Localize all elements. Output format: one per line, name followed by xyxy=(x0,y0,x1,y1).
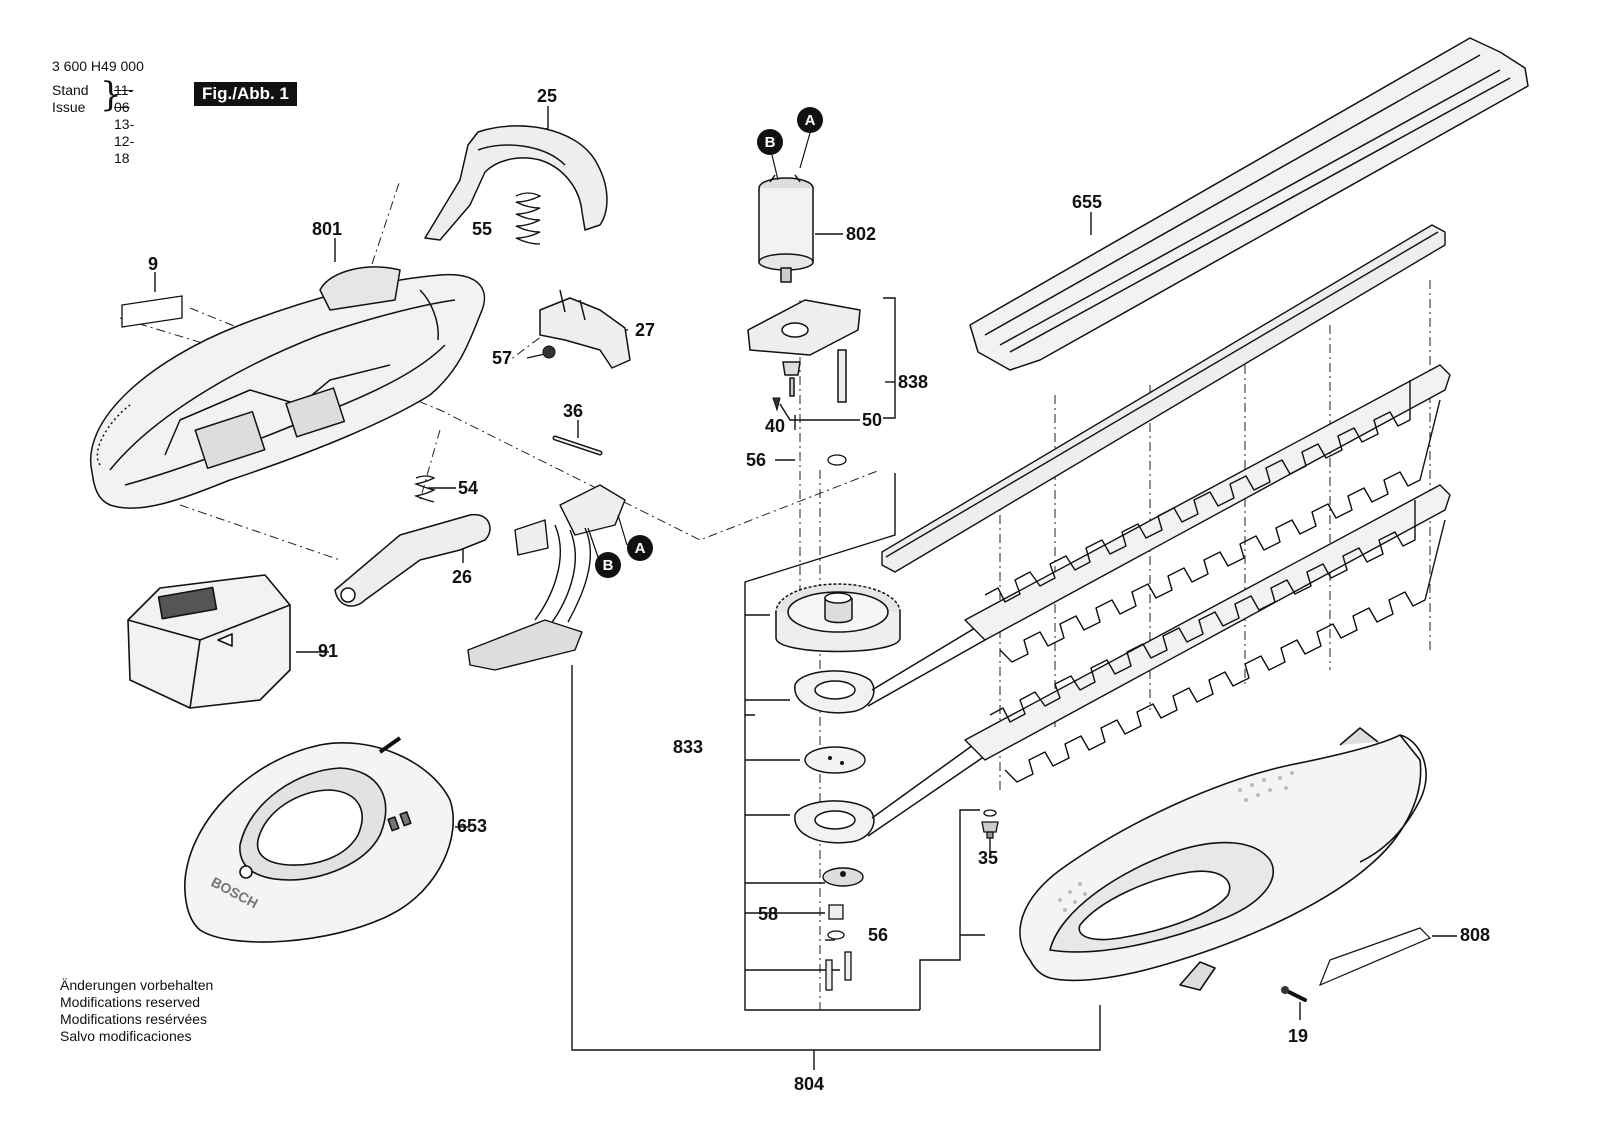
stand-label: Stand xyxy=(52,82,89,98)
drive-link-lower xyxy=(794,739,986,844)
label-56-top: 56 xyxy=(746,450,766,470)
label-26: 26 xyxy=(452,567,472,587)
label-36: 36 xyxy=(563,401,583,421)
label-653: 653 xyxy=(457,816,487,836)
washer-56-bottom xyxy=(827,930,845,940)
leader-lines xyxy=(154,106,1457,1070)
label-9: 9 xyxy=(148,254,158,274)
drive-link-upper xyxy=(794,624,986,714)
housing-half-804 xyxy=(1019,727,1427,991)
label-91: 91 xyxy=(318,641,338,661)
ref-a-mid-text: A xyxy=(635,540,646,557)
note-fr: Modifications resérvées xyxy=(60,1011,208,1027)
screw-19 xyxy=(1281,986,1307,1002)
label-801: 801 xyxy=(312,219,342,239)
label-sticker-808 xyxy=(1318,927,1432,987)
footer-notes: Änderungen vorbehalten Modifications res… xyxy=(60,977,213,1045)
note-de: Änderungen vorbehalten xyxy=(60,977,214,993)
lever-26 xyxy=(334,514,491,607)
label-804: 804 xyxy=(794,1074,824,1094)
blade-lower xyxy=(964,484,1451,783)
old-date: 11-06 xyxy=(114,82,134,115)
washer-56-top xyxy=(827,454,847,466)
ref-b-mid-text: B xyxy=(603,557,614,574)
blade-rail xyxy=(881,224,1446,573)
ref-circle-a-mid: A xyxy=(617,514,653,561)
housing-half-801 xyxy=(89,266,486,509)
part-labels: 25 55 801 9 27 57 36 54 26 91 653 655 80… xyxy=(148,86,1490,1094)
label-802: 802 xyxy=(846,224,876,244)
motor-802 xyxy=(758,174,814,283)
label-833: 833 xyxy=(673,737,703,757)
battery-91 xyxy=(127,574,291,709)
part-27 xyxy=(539,289,631,369)
label-54: 54 xyxy=(458,478,478,498)
ref-a-top-text: A xyxy=(805,112,816,129)
brace-glyph: } xyxy=(100,75,122,115)
switch-lever-25 xyxy=(424,125,608,241)
label-56-bottom: 56 xyxy=(868,925,888,945)
gear-833 xyxy=(775,583,901,653)
label-19: 19 xyxy=(1288,1026,1308,1046)
stand-issue-labels: Stand Issue xyxy=(52,82,112,116)
label-sticker-9 xyxy=(121,295,183,328)
ref-circle-a-top: A xyxy=(797,107,823,169)
note-es: Salvo modificaciones xyxy=(60,1028,192,1044)
screw-35 xyxy=(981,809,999,839)
label-27: 27 xyxy=(635,320,655,340)
eccentric xyxy=(822,867,864,887)
label-808: 808 xyxy=(1460,925,1490,945)
figure-badge: Fig./Abb. 1 xyxy=(194,82,297,106)
screw-40 xyxy=(772,397,781,412)
ref-circle-b-top: B xyxy=(757,129,783,181)
label-50: 50 xyxy=(862,410,882,430)
label-838: 838 xyxy=(898,372,928,392)
screw-57 xyxy=(542,345,556,359)
bushing-58 xyxy=(828,904,844,920)
label-57: 57 xyxy=(492,348,512,368)
note-en: Modifications reserved xyxy=(60,994,201,1010)
spacer-disc xyxy=(804,746,866,774)
revision-dates: 11-06 13-12-18 xyxy=(114,82,134,167)
pin-36 xyxy=(552,435,603,456)
blade-upper xyxy=(964,364,1451,663)
switch-wiring xyxy=(467,484,626,671)
pins xyxy=(825,951,852,991)
label-55: 55 xyxy=(472,219,492,239)
label-655: 655 xyxy=(1072,192,1102,212)
spring-54 xyxy=(413,475,436,503)
part-number: 3 600 H49 000 xyxy=(52,58,144,74)
ref-b-top-text: B xyxy=(765,134,776,151)
motor-plate-838 xyxy=(747,299,861,403)
issue-label: Issue xyxy=(52,99,86,115)
label-58: 58 xyxy=(758,904,778,924)
label-35: 35 xyxy=(978,848,998,868)
blade-guard-655 xyxy=(969,37,1529,371)
charger-653: BOSCH xyxy=(184,736,454,943)
label-40: 40 xyxy=(765,416,785,436)
spring-55 xyxy=(515,192,542,245)
label-25: 25 xyxy=(537,86,557,106)
ref-circle-b-mid: B xyxy=(587,527,621,578)
housing-dimple-texture xyxy=(1058,771,1294,912)
new-date: 13-12-18 xyxy=(114,116,135,166)
